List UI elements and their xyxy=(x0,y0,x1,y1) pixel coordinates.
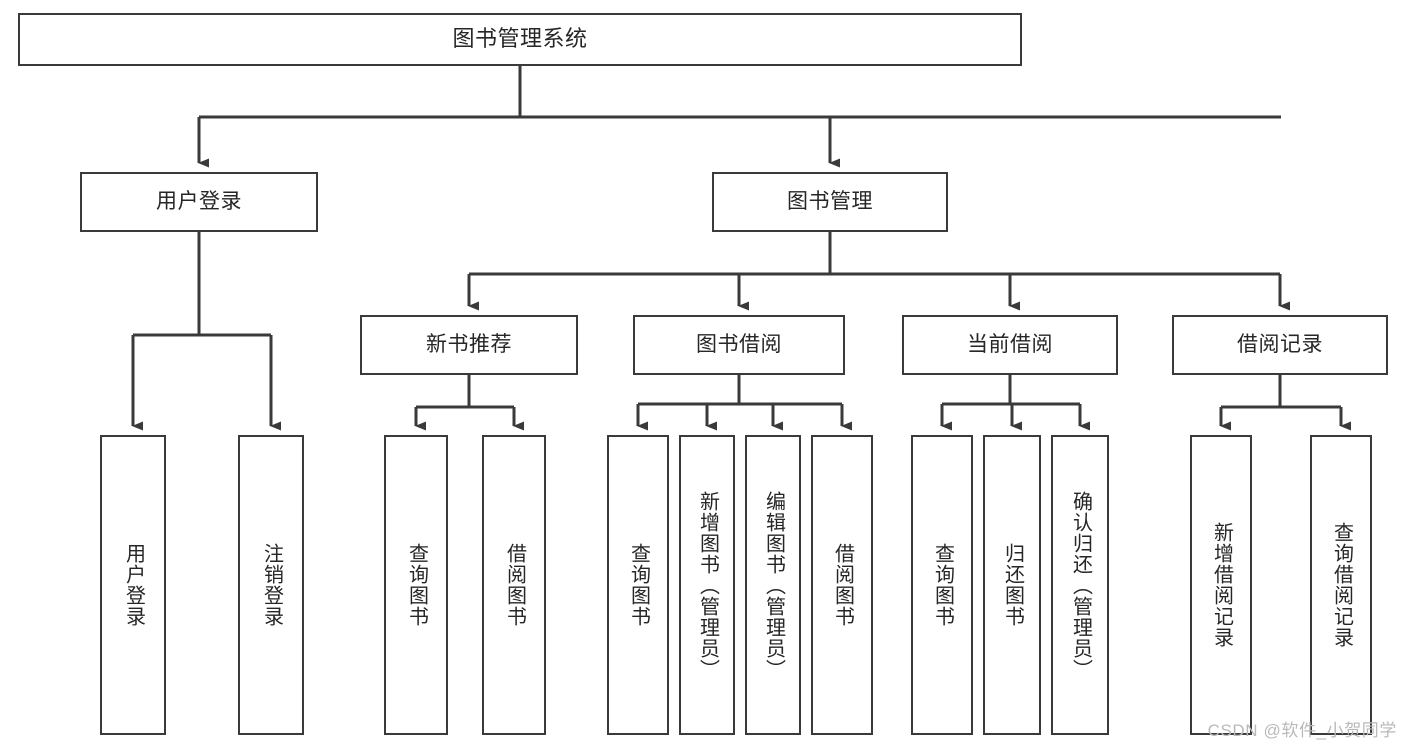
node-label: 确认归还（管理员） xyxy=(1069,490,1092,680)
node-label: 当前借阅 xyxy=(967,332,1053,356)
node-leaf-query-book-3[interactable]: 查询图书 xyxy=(911,435,973,735)
node-label: 借阅图书 xyxy=(503,543,526,627)
node-label: 注销登录 xyxy=(260,543,283,627)
node-leaf-confirm-return-admin[interactable]: 确认归还（管理员） xyxy=(1051,435,1109,735)
node-leaf-edit-book-admin[interactable]: 编辑图书（管理员） xyxy=(745,435,801,735)
node-label: 查询图书 xyxy=(405,543,428,627)
node-book-borrow[interactable]: 图书借阅 xyxy=(633,315,845,375)
node-label: 查询图书 xyxy=(627,543,650,627)
node-leaf-query-book-2[interactable]: 查询图书 xyxy=(607,435,669,735)
node-leaf-user-login[interactable]: 用户登录 xyxy=(100,435,166,735)
node-label: 借阅记录 xyxy=(1237,332,1323,356)
node-label: 借阅图书 xyxy=(831,543,854,627)
node-label: 图书借阅 xyxy=(696,332,782,356)
node-leaf-add-borrow-record[interactable]: 新增借阅记录 xyxy=(1190,435,1252,735)
node-label: 用户登录 xyxy=(122,543,145,627)
node-label: 图书管理 xyxy=(787,189,873,213)
node-label: 新增借阅记录 xyxy=(1210,522,1233,648)
node-leaf-user-logout[interactable]: 注销登录 xyxy=(238,435,304,735)
node-leaf-query-borrow-record[interactable]: 查询借阅记录 xyxy=(1310,435,1372,735)
node-label: 查询借阅记录 xyxy=(1330,522,1353,648)
node-book-management[interactable]: 图书管理 xyxy=(712,172,948,232)
node-label: 新增图书（管理员） xyxy=(696,490,719,680)
node-root-system[interactable]: 图书管理系统 xyxy=(18,13,1022,66)
node-leaf-borrow-book-2[interactable]: 借阅图书 xyxy=(811,435,873,735)
node-current-borrow[interactable]: 当前借阅 xyxy=(902,315,1118,375)
node-label: 图书管理系统 xyxy=(452,26,588,52)
node-label: 用户登录 xyxy=(156,189,242,213)
node-label: 新书推荐 xyxy=(426,332,512,356)
node-label: 查询图书 xyxy=(931,543,954,627)
node-leaf-return-book[interactable]: 归还图书 xyxy=(983,435,1041,735)
node-new-book-recommend[interactable]: 新书推荐 xyxy=(360,315,578,375)
node-user-login[interactable]: 用户登录 xyxy=(80,172,318,232)
node-leaf-add-book-admin[interactable]: 新增图书（管理员） xyxy=(679,435,735,735)
node-leaf-borrow-book-1[interactable]: 借阅图书 xyxy=(482,435,546,735)
node-borrow-record[interactable]: 借阅记录 xyxy=(1172,315,1388,375)
node-label: 归还图书 xyxy=(1001,543,1024,627)
node-label: 编辑图书（管理员） xyxy=(762,490,785,680)
node-leaf-query-book-1[interactable]: 查询图书 xyxy=(384,435,448,735)
